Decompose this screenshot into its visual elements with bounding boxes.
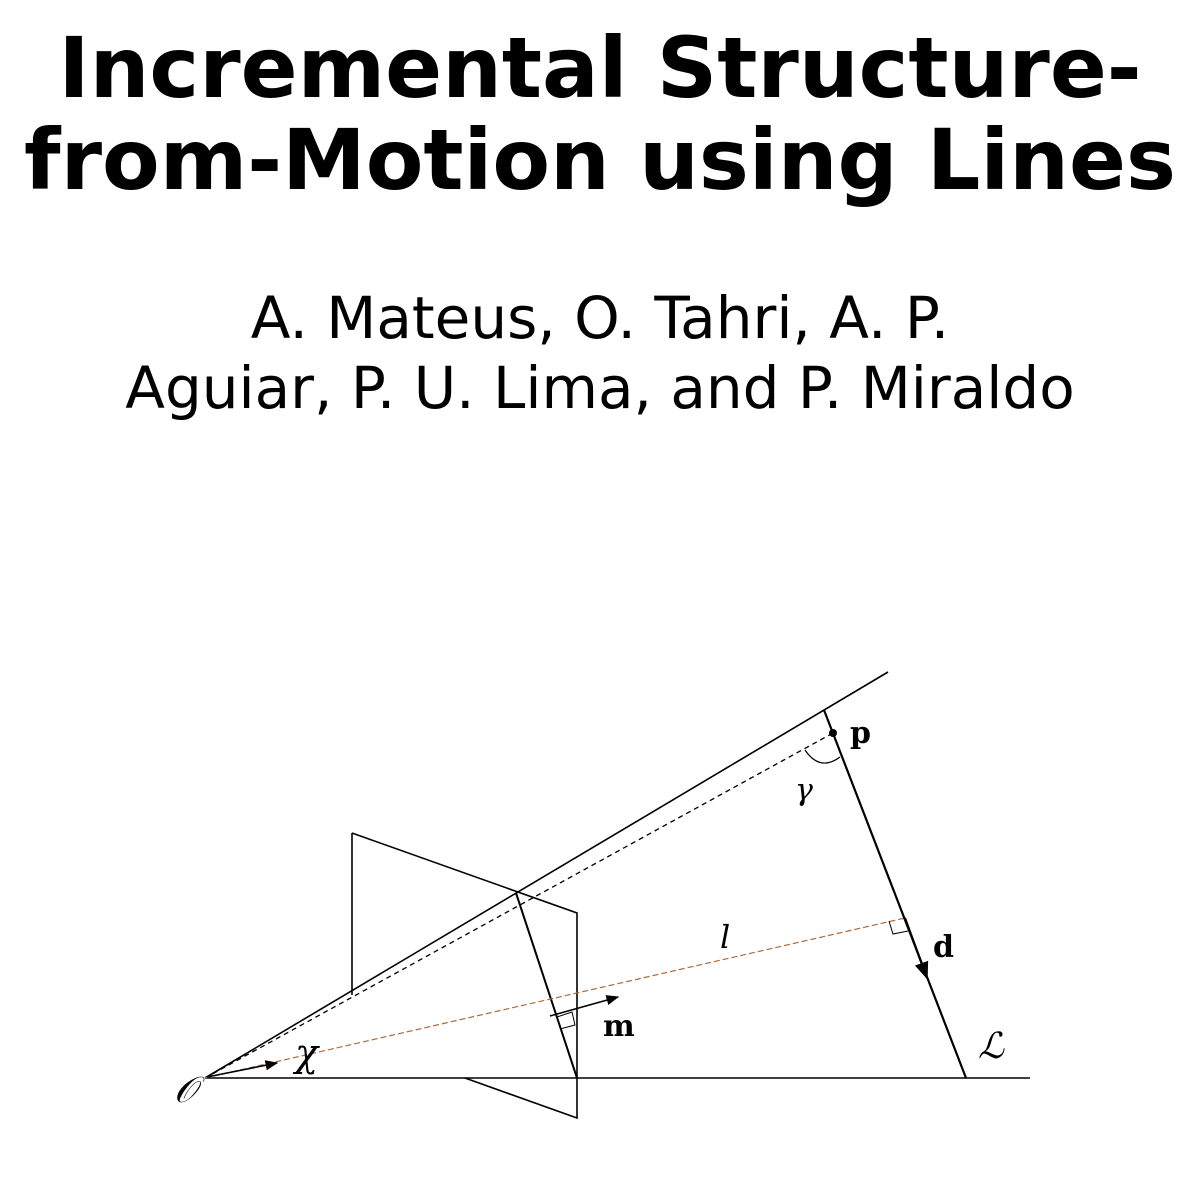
title-line-1: Incremental Structure- [58,19,1142,117]
title-line-2: from-Motion using Lines [24,111,1176,209]
author-list: A. Mateus, O. Tahri, A. P. Aguiar, P. U.… [0,283,1200,423]
label-L: ℒ [978,1026,1005,1067]
l-dashed-line [204,917,906,1079]
d-vector [903,917,929,980]
upper-ray [204,671,889,1079]
right-angle-marker-d [888,920,909,935]
point-p [829,729,837,737]
label-d: d [933,930,954,965]
dashed-ray-to-p [204,732,834,1079]
label-origin: 𝒪 [174,1070,205,1111]
label-p: p [850,716,871,751]
label-gamma: γ [795,773,813,808]
m-vector [549,995,620,1017]
paper-title: Incremental Structure- from-Motion using… [0,22,1200,206]
label-chi: χ [292,1031,320,1075]
chi-vector [206,1060,279,1078]
projected-line [515,892,578,1079]
line-L [822,709,968,1079]
gamma-arc [804,749,841,764]
image-plane [351,832,578,1120]
authors-line-1: A. Mateus, O. Tahri, A. P. [250,284,950,352]
label-m: m [603,1009,635,1044]
label-l: l [720,918,730,956]
authors-line-2: Aguiar, P. U. Lima, and P. Miraldo [125,354,1075,422]
right-angle-marker-m [556,1011,576,1030]
